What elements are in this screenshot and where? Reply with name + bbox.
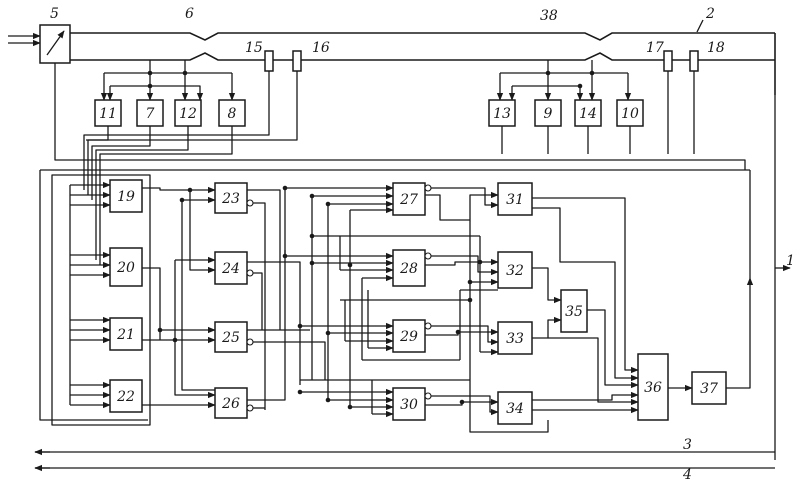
block-20: 20 bbox=[110, 248, 142, 286]
block-25: 25 bbox=[215, 322, 247, 352]
label-38: 38 bbox=[540, 8, 558, 24]
left-sampling-wires bbox=[104, 60, 232, 100]
damper-5 bbox=[40, 25, 70, 63]
svg-text:13: 13 bbox=[493, 106, 511, 122]
block-36: 36 bbox=[638, 354, 668, 420]
block-8: 8 bbox=[219, 100, 245, 126]
block-21: 21 bbox=[110, 318, 142, 350]
block-24: 24 bbox=[215, 252, 247, 284]
svg-text:8: 8 bbox=[228, 106, 237, 122]
inversion-markers bbox=[247, 185, 431, 411]
label-18: 18 bbox=[707, 40, 725, 56]
svg-text:14: 14 bbox=[579, 106, 597, 122]
svg-text:24: 24 bbox=[221, 261, 240, 277]
svg-text:10: 10 bbox=[621, 106, 639, 122]
svg-text:36: 36 bbox=[644, 380, 662, 396]
block-33: 33 bbox=[498, 322, 532, 354]
block-12: 12 bbox=[175, 100, 201, 126]
block-27: 27 bbox=[393, 183, 425, 215]
block-9: 9 bbox=[535, 100, 561, 126]
label-5: 5 bbox=[50, 6, 59, 22]
svg-text:31: 31 bbox=[506, 192, 524, 208]
svg-text:7: 7 bbox=[146, 106, 155, 122]
label-1: 1 bbox=[786, 253, 795, 269]
block-29: 29 bbox=[393, 320, 425, 352]
label-3: 3 bbox=[683, 437, 692, 453]
svg-text:9: 9 bbox=[544, 106, 553, 122]
label-4: 4 bbox=[682, 467, 692, 483]
svg-text:23: 23 bbox=[221, 191, 240, 207]
svg-text:25: 25 bbox=[221, 330, 240, 346]
block-37: 37 bbox=[692, 372, 726, 404]
label-2: 2 bbox=[705, 6, 715, 22]
block-28: 28 bbox=[393, 250, 425, 286]
block-31: 31 bbox=[498, 183, 532, 215]
block-7: 7 bbox=[137, 100, 163, 126]
sensor-16 bbox=[293, 51, 301, 71]
block-34: 34 bbox=[498, 392, 532, 424]
sensor-15 bbox=[265, 51, 273, 71]
block-23: 23 bbox=[215, 183, 247, 213]
block-35: 35 bbox=[561, 290, 587, 332]
label-6: 6 bbox=[185, 6, 194, 22]
right-sampling-wires bbox=[500, 60, 628, 100]
svg-text:20: 20 bbox=[116, 260, 135, 276]
svg-text:30: 30 bbox=[400, 397, 418, 413]
svg-text:27: 27 bbox=[399, 192, 418, 208]
sensor-18 bbox=[690, 51, 698, 71]
block-14: 14 bbox=[575, 100, 601, 126]
svg-text:12: 12 bbox=[179, 106, 197, 122]
svg-text:19: 19 bbox=[117, 189, 135, 205]
svg-text:34: 34 bbox=[506, 401, 524, 417]
duct-inlet-arrows bbox=[8, 36, 40, 43]
block-10: 10 bbox=[617, 100, 643, 126]
svg-text:28: 28 bbox=[399, 261, 418, 277]
svg-text:29: 29 bbox=[399, 329, 418, 345]
svg-text:21: 21 bbox=[116, 327, 135, 343]
block-19: 19 bbox=[110, 180, 142, 212]
svg-text:35: 35 bbox=[565, 304, 583, 320]
block-11: 11 bbox=[95, 100, 121, 126]
sensor-17 bbox=[664, 51, 672, 71]
svg-text:11: 11 bbox=[99, 106, 117, 122]
block-22: 22 bbox=[110, 380, 142, 412]
block-13: 13 bbox=[489, 100, 515, 126]
label-2-leader bbox=[697, 20, 703, 32]
svg-text:32: 32 bbox=[506, 263, 524, 279]
label-16: 16 bbox=[312, 40, 330, 56]
block-30: 30 bbox=[393, 388, 425, 420]
svg-text:26: 26 bbox=[221, 396, 240, 412]
svg-text:22: 22 bbox=[116, 389, 135, 405]
block-32: 32 bbox=[498, 252, 532, 288]
label-17: 17 bbox=[646, 40, 664, 56]
label-15: 15 bbox=[245, 40, 263, 56]
svg-text:33: 33 bbox=[506, 331, 524, 347]
svg-text:37: 37 bbox=[700, 381, 718, 397]
block-26: 26 bbox=[215, 388, 247, 418]
